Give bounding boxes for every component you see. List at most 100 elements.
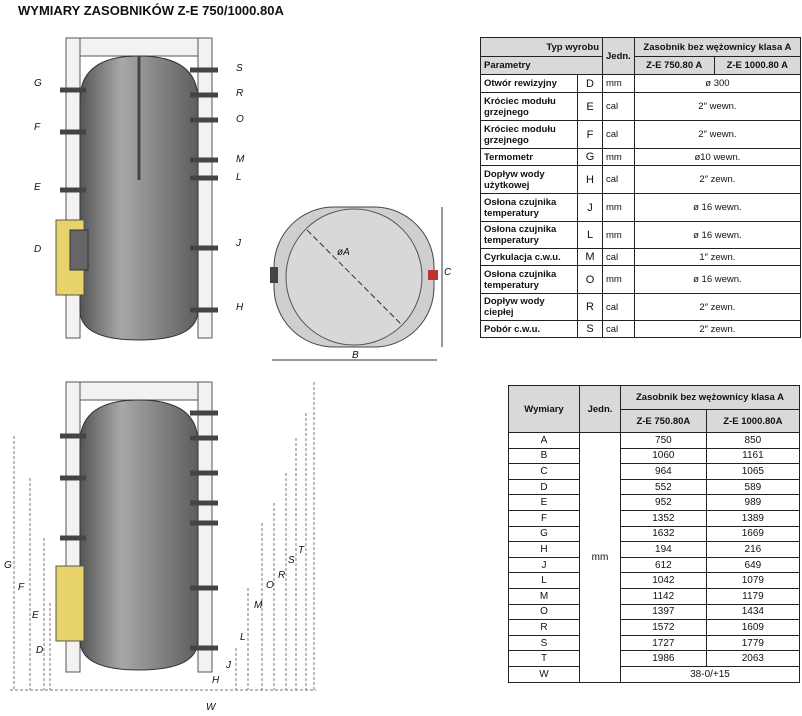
param-letter: O [577, 265, 603, 294]
param-value: ø 16 wewn. [633, 193, 802, 222]
value-model-2: 1609 [705, 619, 801, 636]
dimension-letter: J [508, 556, 580, 574]
svg-text:G: G [4, 560, 12, 571]
svg-text:O: O [236, 114, 244, 125]
value-model-2: 1079 [705, 572, 801, 589]
param-value: ø 16 wewn. [633, 265, 802, 294]
dimension-letter: D [508, 478, 580, 496]
svg-text:F: F [34, 122, 41, 133]
param-value: ø10 wewn. [633, 148, 802, 166]
svg-text:R: R [278, 570, 285, 581]
dimension-letter: M [508, 587, 580, 605]
param-value: ø 16 wewn. [633, 221, 802, 249]
value-model-1: 1727 [620, 634, 707, 652]
svg-text:E: E [32, 610, 39, 621]
svg-text:J: J [225, 660, 232, 671]
param-value: 2″ zewn. [633, 320, 802, 338]
param-name: Cyrkulacja c.w.u. [480, 248, 578, 266]
svg-text:J: J [235, 238, 242, 249]
value-model-1: 952 [620, 494, 707, 511]
param-unit: cal [602, 293, 635, 321]
header-unit: Jedn. [602, 37, 635, 75]
insulation-right [197, 37, 213, 339]
param-name: Pobór c.w.u. [480, 320, 578, 338]
param-name: Osłona czujnika temperatury [480, 265, 578, 294]
param-letter: M [577, 248, 603, 266]
dimension-letter: S [508, 634, 580, 652]
param-letter: S [577, 320, 603, 338]
param-unit: cal [602, 320, 635, 338]
param-letter: G [577, 148, 603, 166]
value-model-2: 1779 [705, 634, 801, 652]
value-model-1: 1352 [620, 509, 707, 527]
param-value: 2″ wewn. [633, 120, 802, 149]
insulation-top [79, 37, 199, 57]
dimension-letter: L [508, 572, 580, 589]
value-model-2: 1161 [705, 447, 801, 465]
param-value: ø 300 [633, 74, 802, 93]
value-model-1: 552 [620, 478, 707, 496]
param-name: Osłona czujnika temperatury [480, 193, 578, 222]
param-name: Króciec modułu grzejnego [480, 92, 578, 121]
value-model-2: 1065 [705, 463, 801, 480]
param-letter: J [577, 193, 603, 222]
value-model-2: 216 [705, 541, 801, 558]
svg-text:O: O [266, 580, 274, 591]
param-unit: mm [602, 221, 635, 249]
param-unit: mm [602, 148, 635, 166]
svg-text:D: D [34, 244, 41, 255]
svg-text:M: M [236, 154, 245, 165]
header-model-2: Z-E 1000.80 A [713, 56, 802, 75]
dimension-letter: T [508, 650, 580, 667]
header-model-2: Z-E 1000.80A [705, 409, 801, 433]
svg-text:E: E [34, 182, 41, 193]
value-model-2: 1434 [705, 603, 801, 621]
dimension-letter: C [508, 463, 580, 480]
value-model-2: 1179 [705, 587, 801, 605]
value-model-2: 1669 [705, 525, 801, 543]
header-group: Zasobnik bez wężownicy klasa A [620, 385, 800, 410]
dimension-letter: R [508, 619, 580, 636]
svg-text:H: H [236, 302, 244, 313]
value-model-2: 850 [705, 432, 801, 449]
value-model-1: 1986 [620, 650, 707, 667]
param-value: 1″ zewn. [633, 248, 802, 266]
svg-text:F: F [18, 582, 25, 593]
header-product-type: Typ wyrobu [480, 37, 603, 57]
param-letter: E [577, 92, 603, 121]
param-value: 2″ wewn. [633, 92, 802, 121]
svg-text:G: G [34, 78, 42, 89]
param-name: Dopływ wody ciepłej [480, 293, 578, 321]
value-model-1: 750 [620, 432, 707, 449]
param-name: Termometr [480, 148, 578, 166]
header-model-1: Z-E 750.80 A [633, 56, 715, 75]
dimension-letter: O [508, 603, 580, 621]
value-model-1: 194 [620, 541, 707, 558]
value-model-1: 1632 [620, 525, 707, 543]
svg-text:D: D [36, 645, 43, 656]
svg-text:L: L [236, 172, 242, 183]
param-name: Osłona czujnika temperatury [480, 221, 578, 249]
dimension-letter: H [508, 541, 580, 558]
param-unit: cal [602, 92, 635, 121]
param-letter: F [577, 120, 603, 149]
